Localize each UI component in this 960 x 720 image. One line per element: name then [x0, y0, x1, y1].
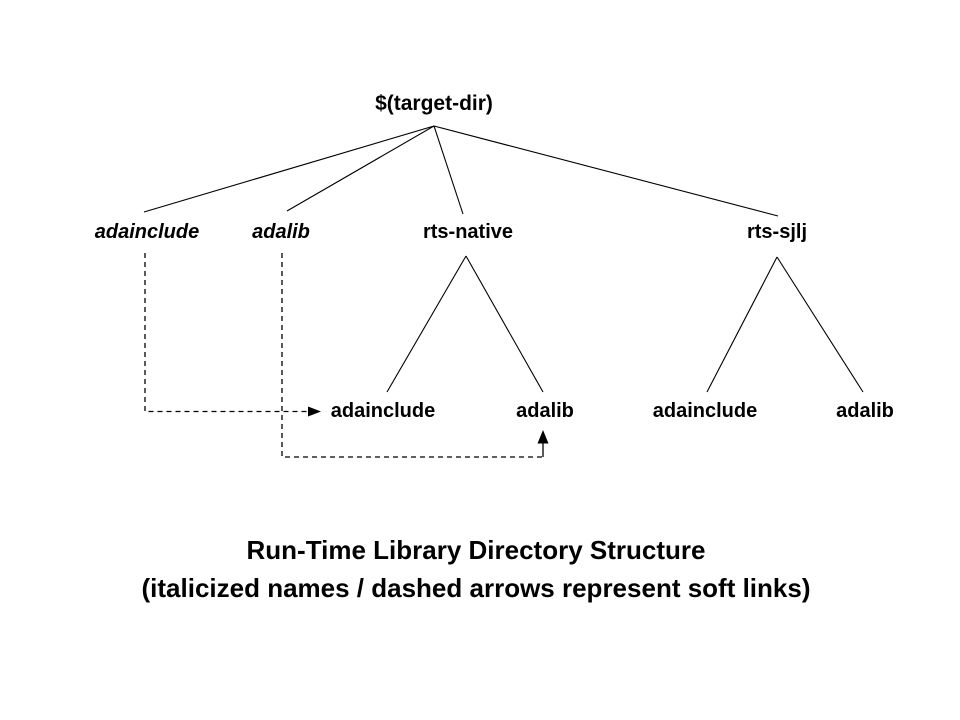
node-rtsnative-adalib: adalib [516, 400, 574, 422]
softlink-adalib-path [281, 253, 543, 458]
node-target-dir: $(target-dir) [375, 92, 493, 115]
caption-title: Run-Time Library Directory Structure [246, 535, 706, 565]
diagram-caption: Run-Time Library Directory Structure (it… [142, 531, 811, 607]
right-arrowhead-icon [308, 406, 321, 417]
edge-rtssjlj-adainclude [706, 256, 778, 393]
edge-rtsnative-adainclude [386, 255, 467, 393]
caption-subtitle: (italicized names / dashed arrows repres… [141, 573, 811, 603]
edge-root-adalib [286, 125, 435, 212]
node-rtssjlj-adalib: adalib [836, 400, 894, 422]
node-adainclude-softlink: adainclude [94, 221, 200, 243]
node-rts-native: rts-native [422, 221, 514, 243]
node-rtssjlj-adainclude: adainclude [652, 400, 758, 422]
edge-root-adainclude [143, 125, 435, 213]
node-rts-sjlj: rts-sjlj [746, 221, 808, 243]
edge-rtsnative-adalib [465, 255, 544, 393]
rts-native-subtree-lines [386, 255, 544, 393]
softlink-adalib-arrow [281, 253, 549, 458]
node-rtsnative-adainclude: adainclude [330, 400, 436, 422]
root-fan-lines [143, 125, 779, 217]
up-arrowhead-icon [537, 430, 549, 444]
edge-root-rts-sjlj [433, 125, 779, 217]
node-adalib-softlink: adalib [252, 221, 310, 243]
edge-root-rts-native [433, 125, 464, 215]
rts-sjlj-subtree-lines [706, 256, 864, 393]
softlink-adainclude-arrow [144, 253, 321, 417]
edge-rtssjlj-adalib [776, 256, 864, 393]
softlink-adainclude-path [144, 253, 308, 413]
